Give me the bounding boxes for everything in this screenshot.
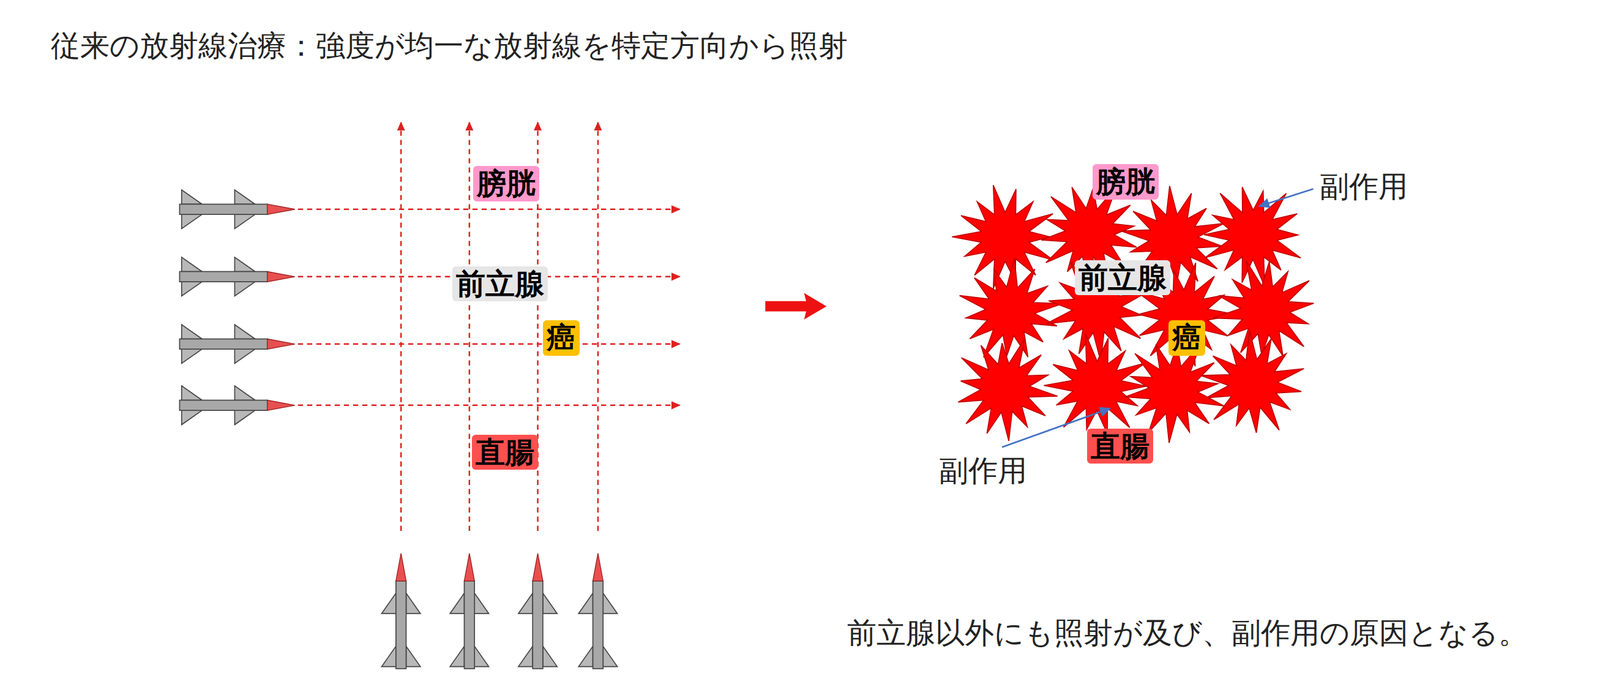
prostate-shape bbox=[1000, 214, 1245, 378]
prostate-shape bbox=[376, 221, 624, 392]
bladder-node: 膀胱 bbox=[959, 132, 1292, 231]
caption: 前立腺以外にも照射が及び、副作用の原因となる。 bbox=[847, 615, 1528, 651]
tumor-label: 癌 bbox=[542, 320, 580, 356]
burst bbox=[959, 258, 1063, 357]
rectum-node: 直腸 bbox=[1061, 390, 1179, 507]
bladder-label: 膀胱 bbox=[1092, 164, 1159, 200]
burst bbox=[951, 184, 1053, 289]
leader-lines bbox=[1001, 188, 1313, 447]
prostate-label: 前立腺 bbox=[1074, 260, 1171, 296]
tumor-node: 癌 bbox=[527, 302, 595, 371]
transition-arrow bbox=[765, 292, 827, 319]
bladder-node: 膀胱 bbox=[332, 132, 680, 236]
radiation-bursts bbox=[951, 184, 1314, 443]
burst bbox=[1200, 330, 1305, 433]
rectum-label: 直腸 bbox=[1087, 428, 1154, 464]
burst bbox=[957, 338, 1058, 441]
side-effect-label: 副作用 bbox=[938, 452, 1028, 489]
side-effect-label: 副作用 bbox=[1319, 168, 1408, 205]
rectum-node: 直腸 bbox=[446, 393, 564, 510]
prostate-node: 前立腺癌 bbox=[376, 221, 624, 392]
tumor-node: 癌 bbox=[1153, 304, 1220, 370]
burst bbox=[1043, 333, 1146, 434]
prostate-node: 前立腺癌 bbox=[1000, 214, 1245, 378]
burst bbox=[1212, 260, 1314, 357]
rockets bbox=[179, 189, 617, 669]
beam-lines bbox=[298, 122, 680, 531]
rectum-label: 直腸 bbox=[471, 434, 539, 471]
tumor-label: 癌 bbox=[1168, 320, 1206, 356]
prostate-label: 前立腺 bbox=[452, 266, 548, 302]
title: 従来の放射線治療：強度が均一な放射線を特定方向から照射 bbox=[50, 28, 848, 64]
bladder-label: 膀胱 bbox=[473, 165, 540, 202]
